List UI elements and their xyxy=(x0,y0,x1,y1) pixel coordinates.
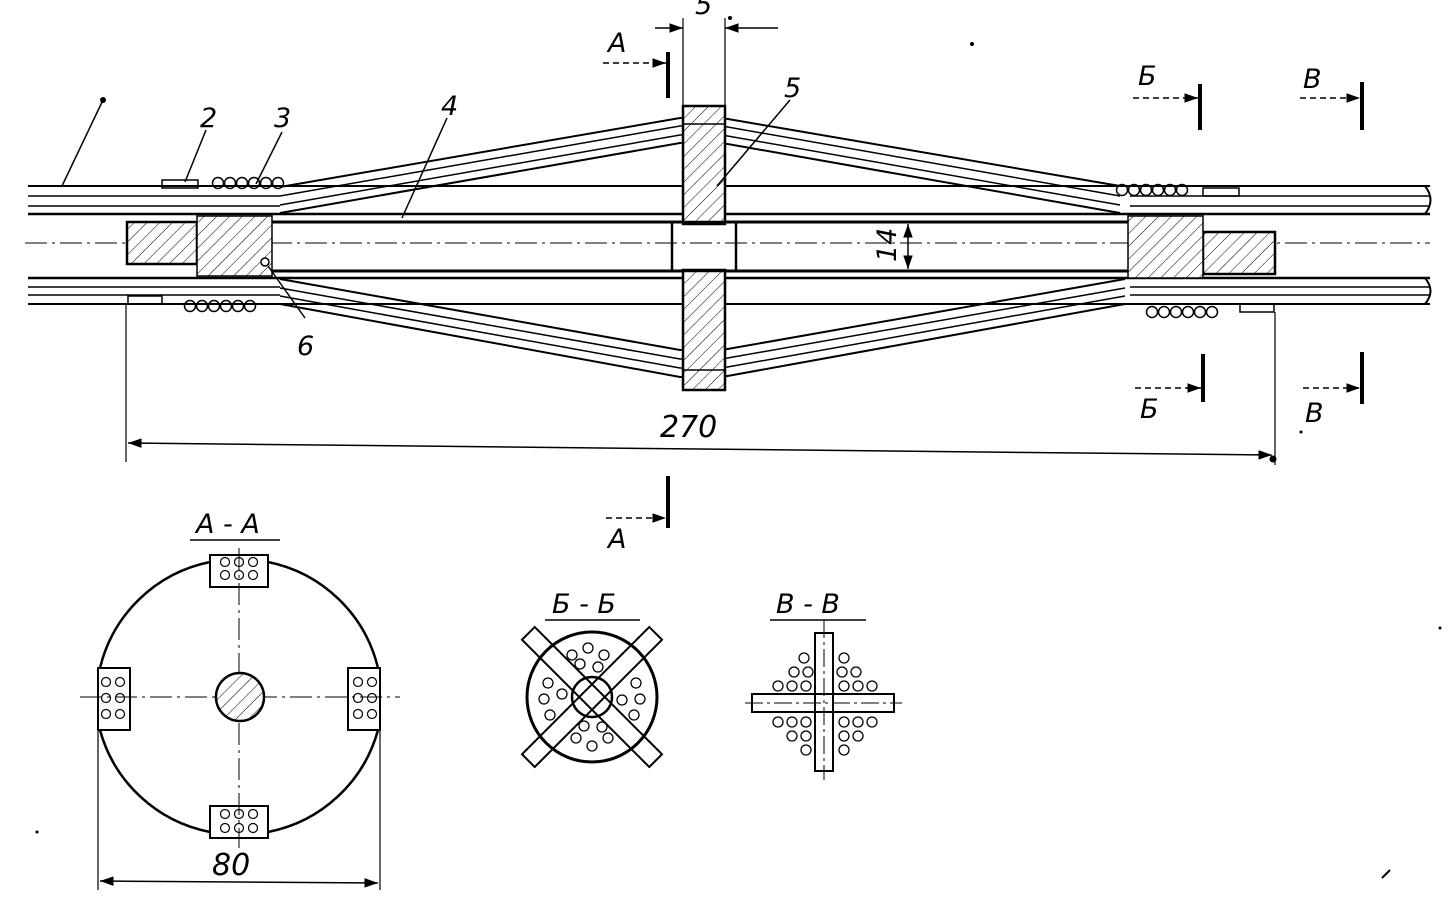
section-cut-a-bottom xyxy=(606,476,670,528)
section-v-v-title: В - В xyxy=(776,589,840,620)
left-end-assembly xyxy=(125,176,285,313)
section-b-b-title: Б - Б xyxy=(552,589,616,620)
section-cut-v-top xyxy=(1300,82,1364,130)
section-cut-v-bottom xyxy=(1303,352,1364,404)
right-wire-coils-top xyxy=(1115,183,1189,197)
left-wire-coils-bottom xyxy=(183,299,257,313)
crossed-strips-v xyxy=(751,632,895,772)
central-rod xyxy=(270,220,1130,273)
dimension-14-label: 14 xyxy=(872,228,903,262)
dimension-80-label: 80 xyxy=(212,848,250,883)
slot-right xyxy=(347,667,381,731)
section-mark-a-top: А xyxy=(606,28,626,59)
part-5-label: 5 xyxy=(784,73,801,104)
section-mark-b-top: Б xyxy=(1138,61,1157,92)
leader-lines xyxy=(61,97,791,319)
section-a-a-title: А - А xyxy=(194,509,260,540)
left-wire-coils-top xyxy=(211,176,285,190)
section-b-b-view: Б - Б xyxy=(520,589,664,769)
rod-section-a xyxy=(214,671,266,723)
dimension-5 xyxy=(655,16,778,106)
section-mark-a-bottom: А xyxy=(606,524,626,555)
crossed-strips-b xyxy=(520,625,664,769)
section-mark-v-bottom: В xyxy=(1305,398,1324,429)
dimension-80 xyxy=(97,730,381,890)
part-4-label: 4 xyxy=(441,91,458,122)
rivet-6 xyxy=(260,257,270,267)
dimension-14 xyxy=(736,221,918,272)
upper-strip-bundle xyxy=(28,185,1430,216)
section-mark-b-bottom: Б xyxy=(1140,394,1159,425)
section-mark-v-top: В xyxy=(1303,64,1322,95)
section-cut-b-top xyxy=(1133,84,1202,130)
part-3-label: 3 xyxy=(274,103,291,134)
section-b-wires xyxy=(538,642,646,752)
section-cut-a-top xyxy=(603,52,670,98)
dimension-270-label: 270 xyxy=(660,410,717,445)
right-strip-ends xyxy=(1424,185,1432,305)
section-cut-b-bottom xyxy=(1135,354,1205,402)
part-2-label: 2 xyxy=(200,103,217,134)
part-6-label: 6 xyxy=(297,331,314,362)
central-disc xyxy=(670,104,738,392)
scan-specks xyxy=(35,42,1442,879)
lower-strip-bundle xyxy=(28,276,1430,305)
section-a-a-view: А - А xyxy=(80,509,400,890)
main-view: 2 3 4 5 6 270 14 5 А А Б Б В В xyxy=(25,0,1432,555)
dimension-270 xyxy=(125,304,1277,465)
right-end-assembly xyxy=(1115,183,1277,319)
section-v-wires xyxy=(772,652,878,756)
dimension-5-label: 5 xyxy=(695,0,712,21)
section-v-v-view: В - В xyxy=(745,589,902,780)
slot-left xyxy=(97,667,131,731)
right-wire-coils-bottom xyxy=(1145,305,1219,319)
